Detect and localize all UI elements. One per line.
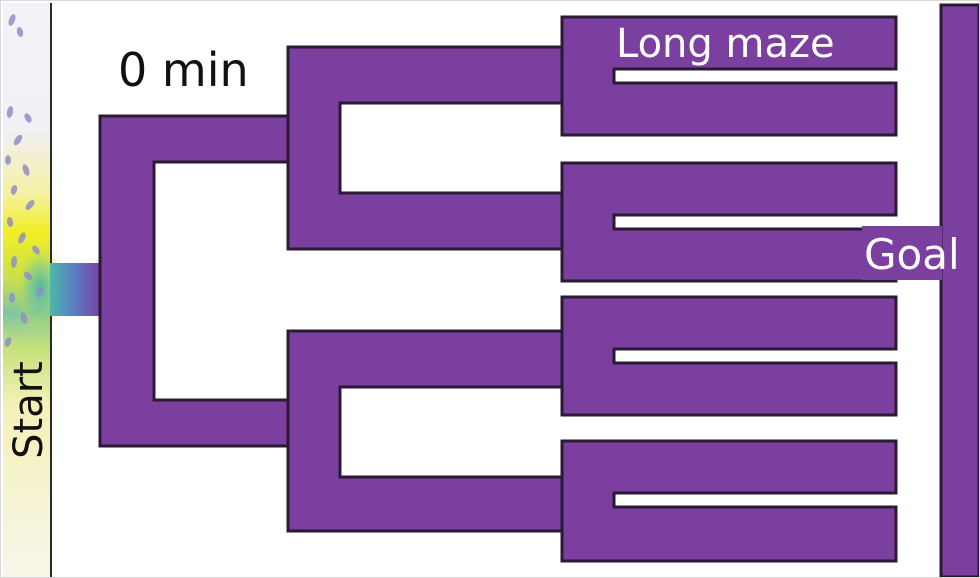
elapsed-time-label: 0 min [118, 43, 249, 97]
goal-label-backdrop [862, 226, 942, 280]
goal-label: Goal [864, 230, 960, 279]
channel-level-1 [98, 114, 290, 448]
terminal-fork-1 [560, 15, 898, 137]
maze-type-label: Long maze [616, 21, 835, 67]
terminal-fork-4 [560, 439, 898, 563]
channel-upper-level-2 [286, 45, 564, 251]
terminal-fork-3 [560, 295, 898, 417]
terminal-fork-2 [560, 161, 898, 283]
maze-channels [98, 15, 898, 563]
goal-channel [939, 3, 980, 578]
bacteria-cells [4, 14, 44, 347]
start-label: Start [6, 361, 52, 459]
channel-lower-level-2 [286, 329, 564, 533]
start-neck [50, 263, 102, 316]
